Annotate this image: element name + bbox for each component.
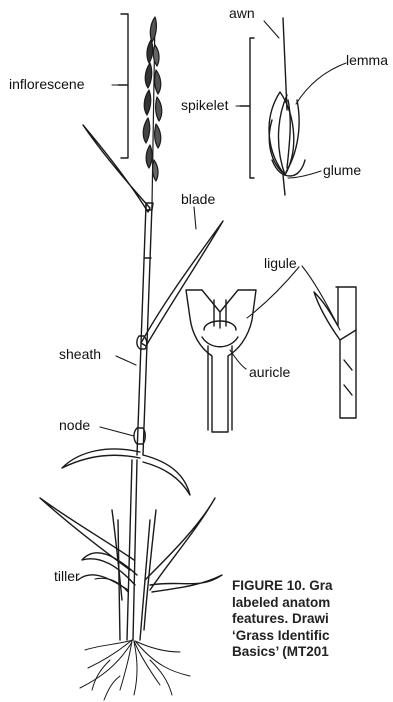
flag-leaf: [83, 125, 150, 212]
caption-line: labeled anatom: [232, 595, 393, 612]
caption-line: FIGURE 10. Gra: [232, 578, 393, 595]
caption-line: Basics’ (MT201: [232, 644, 393, 661]
label-glume: glume: [323, 163, 361, 177]
label-node: node: [59, 418, 90, 432]
figure-caption: FIGURE 10. Gra labeled anatom features. …: [232, 578, 393, 661]
label-auricle: auricle: [249, 365, 290, 379]
inflorescence: [143, 17, 162, 205]
label-tiller: tiller: [54, 569, 80, 583]
caption-line: ‘Grass Identific: [232, 628, 393, 645]
label-awn: awn: [229, 6, 255, 20]
label-ligule: ligule: [264, 256, 297, 270]
caption-line: features. Drawi: [232, 611, 393, 628]
tillers: [112, 460, 156, 640]
roots: [80, 640, 190, 700]
blade-leaf: [141, 221, 223, 346]
ligule-side-view: [314, 287, 356, 418]
label-lemma: lemma: [346, 53, 388, 67]
label-blade: blade: [181, 192, 215, 206]
main-stem: [134, 203, 153, 455]
ligule-detail: [186, 290, 256, 432]
spikelet-bracket: [240, 38, 254, 178]
label-inflorescene: inflorescene: [9, 77, 85, 91]
label-sheath: sheath: [59, 347, 101, 361]
label-spikelet: spikelet: [181, 98, 228, 112]
inflorescence-bracket: [118, 14, 128, 158]
spikelet-drawing: [269, 18, 305, 195]
